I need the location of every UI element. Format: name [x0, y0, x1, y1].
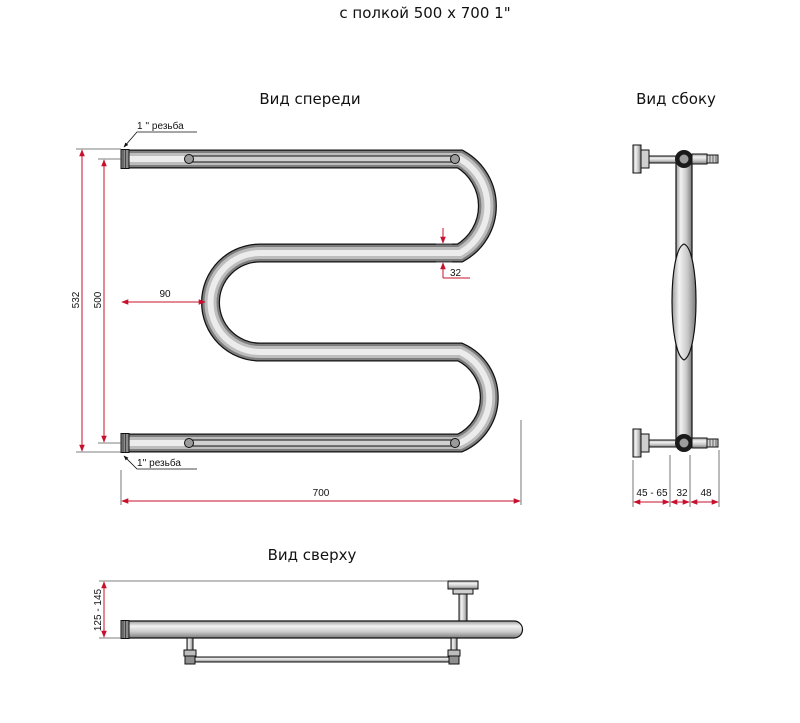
thread-label-top: 1 '' резьба	[137, 120, 184, 132]
side-view: 45 - 65 32 48	[632, 144, 720, 507]
serpentine-pipe	[128, 149, 499, 453]
top-pipe	[127, 620, 524, 639]
wall-mount-top	[632, 144, 719, 174]
dimension-label-48: 48	[700, 488, 712, 499]
dimension-label-side-32: 32	[676, 488, 688, 499]
top-view: 125 - 145	[93, 580, 524, 665]
dimension-width: 700	[120, 420, 522, 505]
side-pipe-bend	[671, 243, 697, 361]
thread-callout-bottom: 1'' резьба	[123, 455, 197, 470]
top-shelf	[183, 637, 461, 665]
dimension-label-500: 500	[93, 291, 104, 308]
shelf-rail-bottom	[184, 438, 460, 448]
dimension-label-700: 700	[313, 488, 330, 499]
front-view-title: Вид спереди	[259, 90, 360, 108]
top-thread-end	[120, 620, 130, 639]
dimension-label-125-145: 125 - 145	[93, 588, 104, 631]
thread-callout-top: 1 '' резьба	[123, 120, 197, 148]
page-title: с полкой 500 х 700 1"	[339, 4, 510, 22]
thread-label-bottom: 1'' резьба	[137, 457, 181, 469]
shelf-rail-top	[184, 154, 460, 164]
dimension-label-532: 532	[71, 291, 82, 308]
thread-end-bottom	[120, 433, 130, 453]
dimension-pipe-diameter: 32	[436, 228, 470, 279]
wall-mount-bottom	[632, 428, 719, 458]
dimension-label-90: 90	[159, 289, 171, 300]
side-dimensions: 45 - 65 32 48	[632, 450, 720, 507]
dimension-label-32: 32	[450, 268, 462, 279]
top-view-title: Вид сверху	[268, 546, 357, 564]
thread-end-top	[120, 149, 130, 169]
dimension-bend-offset: 90	[121, 289, 206, 305]
dimension-label-45-65: 45 - 65	[636, 488, 668, 499]
dimension-top-depth: 125 - 145	[93, 580, 448, 639]
dimension-center-height: 500	[93, 158, 121, 444]
dimension-overall-height: 532	[71, 148, 121, 453]
top-wall-bracket	[447, 580, 479, 623]
side-view-title: Вид сбоку	[636, 90, 716, 108]
front-view: 1 '' резьба 1'' резьба 532 500 90	[71, 120, 522, 505]
